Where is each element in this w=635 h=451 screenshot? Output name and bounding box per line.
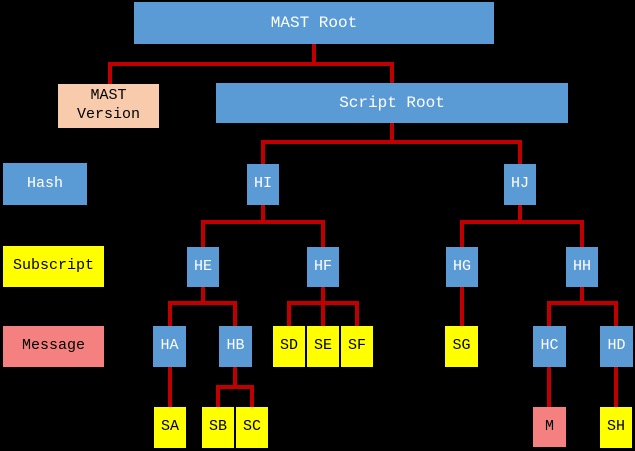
node-se: SE	[307, 326, 339, 367]
connector-segment	[287, 301, 291, 326]
connector-segment	[261, 205, 265, 224]
node-hf: HF	[307, 247, 339, 287]
mast-version-box: MAST Version	[58, 84, 159, 128]
connector-segment	[547, 301, 618, 305]
mast-root-box: MAST Root	[134, 2, 494, 44]
connector-segment	[460, 287, 464, 326]
connector-segment	[518, 140, 522, 164]
connector-segment	[355, 301, 359, 326]
connector-segment	[216, 385, 220, 407]
connector-segment	[261, 140, 265, 164]
node-hi: HI	[247, 164, 279, 205]
connector-segment	[390, 123, 394, 144]
connector-segment	[312, 44, 316, 66]
node-hc: HC	[533, 326, 566, 367]
connector-segment	[614, 301, 618, 326]
connector-segment	[108, 62, 112, 84]
node-sg: SG	[445, 326, 478, 367]
connector-segment	[460, 220, 582, 224]
connector-segment	[460, 220, 464, 247]
node-hg: HG	[446, 247, 478, 287]
node-m: M	[533, 407, 566, 447]
node-hd: HD	[600, 326, 633, 367]
connector-segment	[168, 301, 237, 305]
node-hh: HH	[566, 247, 598, 287]
connector-segment	[201, 220, 205, 247]
connector-segment	[108, 62, 394, 66]
script-root-box: Script Root	[216, 83, 568, 123]
connector-segment	[168, 367, 172, 407]
node-sa: SA	[154, 407, 186, 448]
connector-segment	[168, 301, 172, 326]
connector-segment	[201, 287, 205, 303]
connector-segment	[216, 385, 254, 389]
connector-segment	[233, 367, 237, 387]
node-sh: SH	[600, 407, 632, 448]
connector-segment	[321, 287, 325, 303]
connector-segment	[261, 140, 522, 144]
connector-segment	[390, 62, 394, 83]
connector-segment	[321, 301, 325, 326]
node-he: HE	[187, 247, 219, 287]
connector-segment	[233, 301, 237, 326]
legend-subscript: Subscript	[3, 246, 104, 287]
connector-segment	[547, 367, 551, 407]
connector-segment	[321, 220, 325, 247]
connector-segment	[250, 385, 254, 407]
connector-segment	[580, 287, 584, 303]
connector-segment	[201, 220, 325, 224]
node-ha: HA	[153, 326, 186, 367]
connector-segment	[547, 301, 551, 326]
node-sb: SB	[202, 407, 234, 448]
node-sf: SF	[341, 326, 373, 367]
connector-segment	[614, 367, 618, 407]
connector-segment	[518, 205, 522, 224]
node-sd: SD	[273, 326, 305, 367]
node-sc: SC	[236, 407, 268, 448]
legend-hash: Hash	[3, 163, 87, 205]
node-hb: HB	[219, 326, 252, 367]
legend-message: Message	[3, 326, 104, 367]
connector-segment	[580, 220, 584, 247]
node-hj: HJ	[504, 164, 536, 205]
